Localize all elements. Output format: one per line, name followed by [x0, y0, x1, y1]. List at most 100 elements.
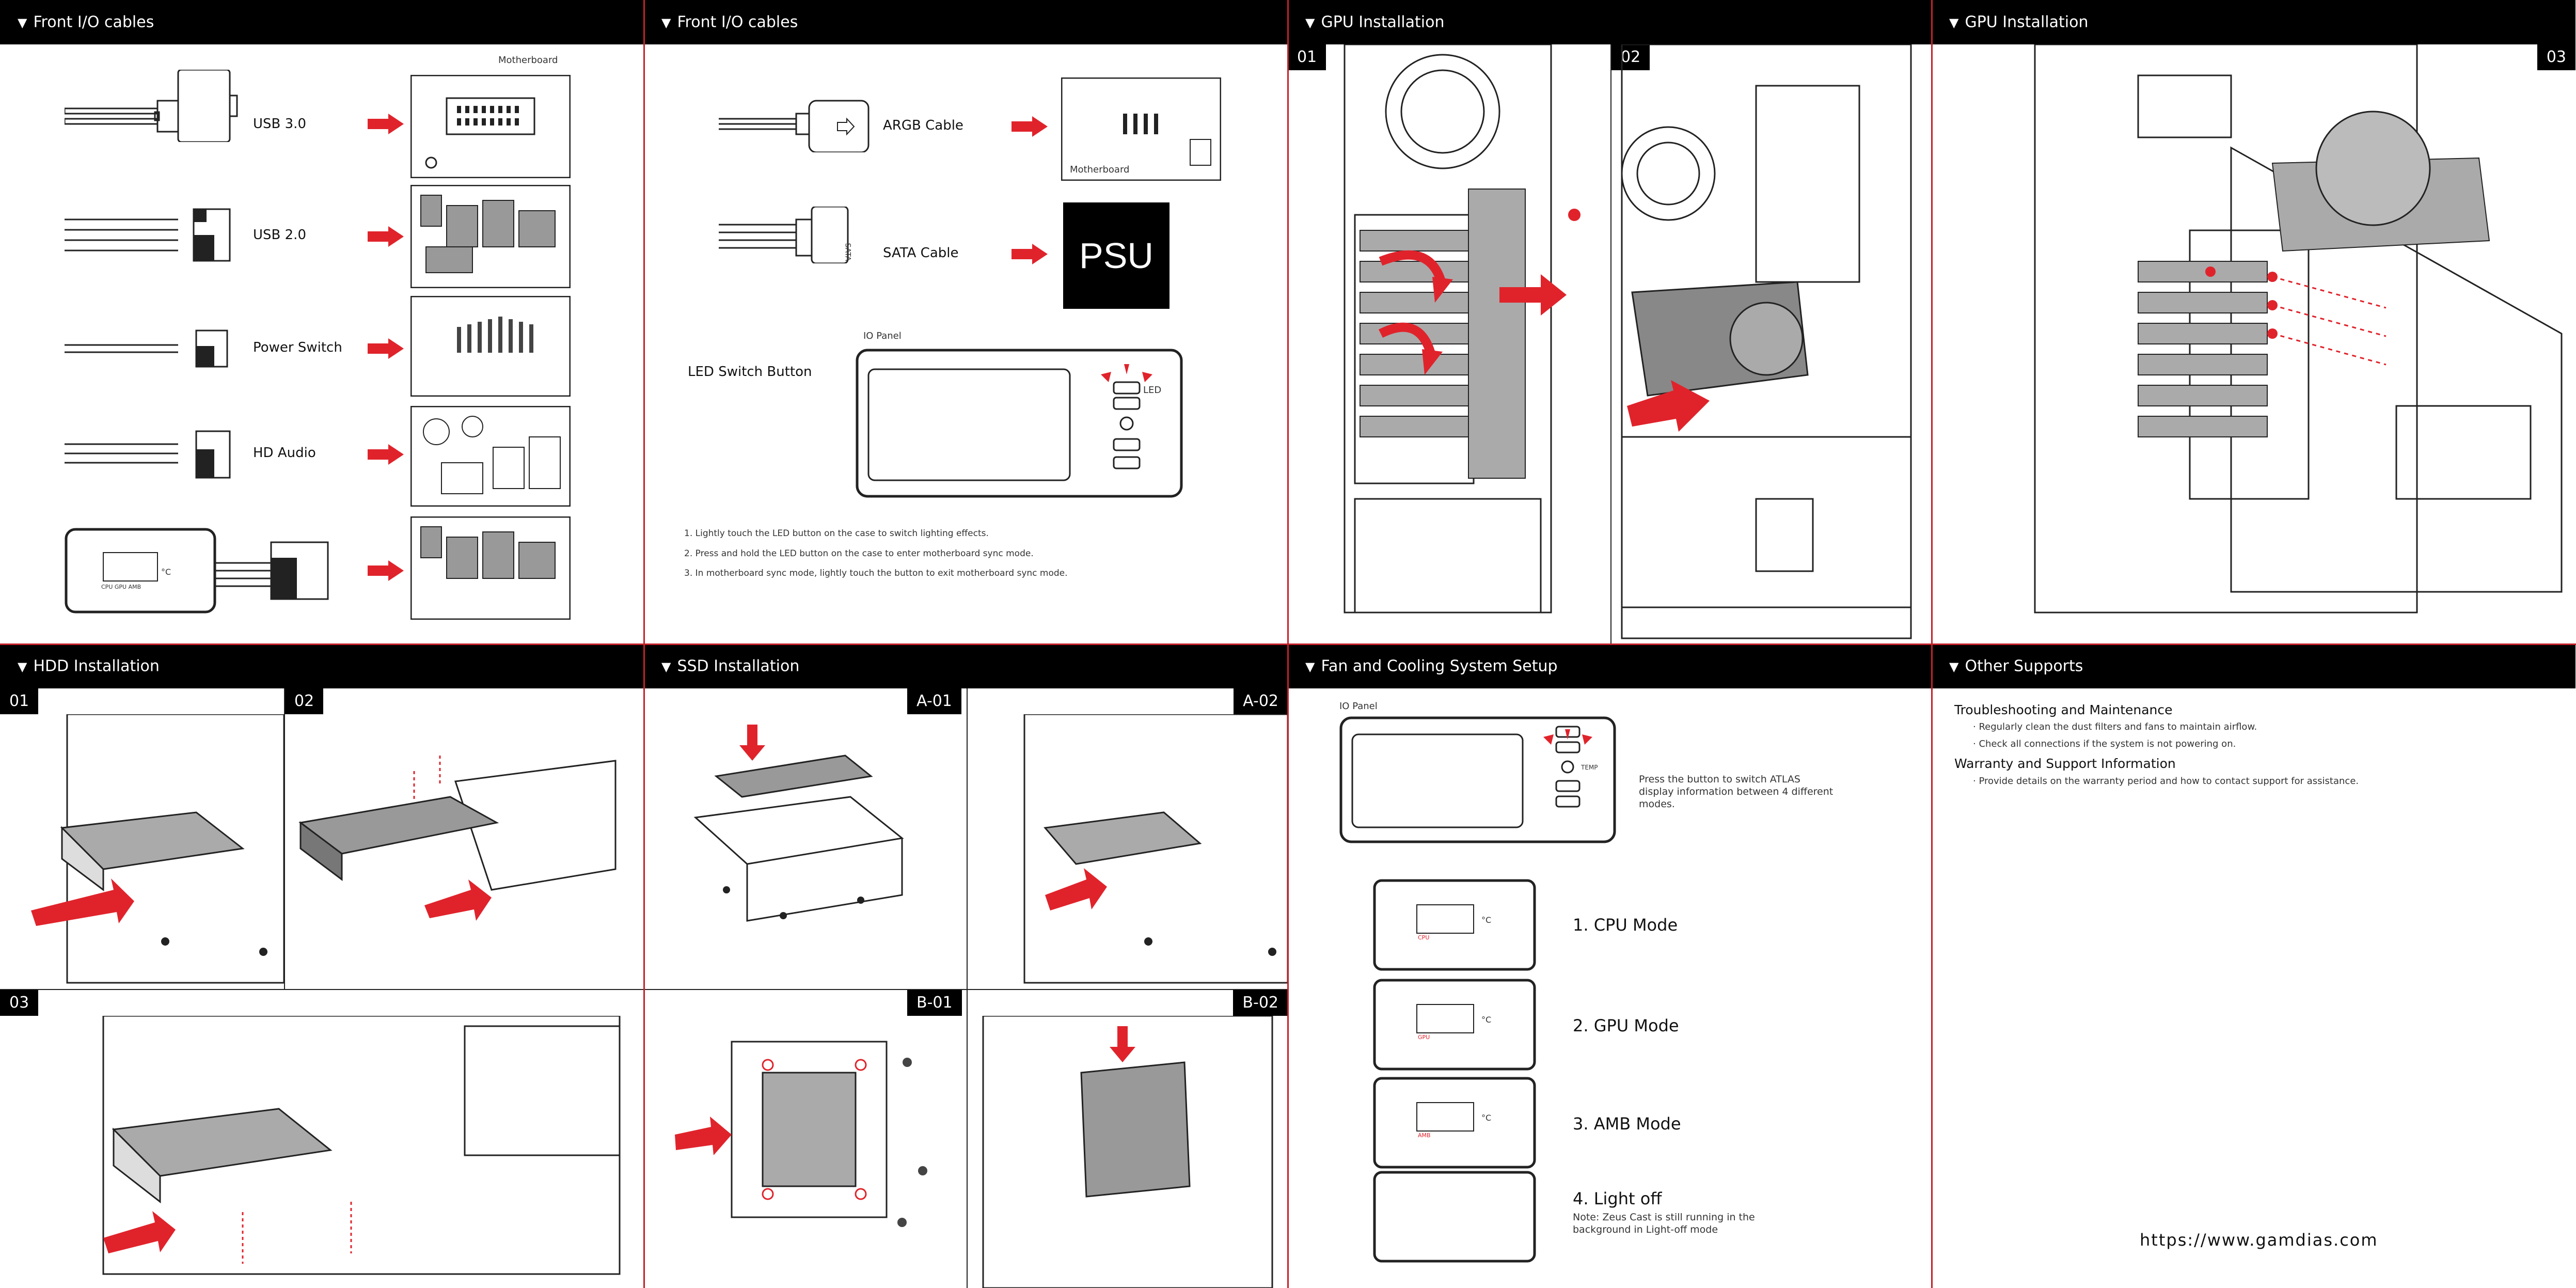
- step-divider: [284, 688, 285, 990]
- hdd-install-illustration: [102, 1016, 621, 1275]
- light-off-title: 4. Light off: [1573, 1189, 1662, 1208]
- power-switch-connector-illustration: [65, 329, 228, 368]
- cable-label-usb2: USB 2.0: [253, 227, 306, 243]
- ssd-tray-a01-illustration: [693, 725, 904, 922]
- step-divider: [967, 688, 968, 1288]
- io-panel-temp-illustration: [1339, 716, 1616, 843]
- amb-mode-sub: AMB: [1418, 1132, 1431, 1139]
- warranty-item-1: · Provide details on the warranty period…: [1973, 776, 2359, 787]
- cable-label-hd-audio: HD Audio: [253, 445, 316, 461]
- ssd-bracket-b02-illustration: [982, 1016, 1273, 1288]
- led-step-2: 2. Press and hold the LED button on the …: [684, 548, 1034, 559]
- triangle-icon: ▼: [661, 15, 671, 30]
- led-step-1: 1. Lightly touch the LED button on the c…: [684, 528, 989, 539]
- usb3-connector-illustration: [65, 70, 238, 142]
- step-tag-03: 03: [2537, 44, 2575, 70]
- red-arrow-icon: [368, 338, 404, 359]
- ssd-tray-a02-illustration: [1023, 714, 1288, 984]
- panel-header: ▼Other Supports: [1932, 644, 2575, 688]
- panel-header: ▼Front I/O cables: [0, 0, 644, 44]
- io-panel-illustration: [856, 349, 1183, 498]
- triangle-icon: ▼: [1949, 15, 1959, 30]
- front-display-module-illustration: [65, 528, 329, 614]
- gpu-bracket-removal-illustration: [1344, 44, 1581, 614]
- red-arrow-icon: [368, 444, 404, 465]
- red-arrow-icon: [368, 560, 404, 581]
- amb-mode-title: 3. AMB Mode: [1573, 1114, 1681, 1134]
- sata-tag: SATA: [843, 243, 852, 261]
- led-step-3: 3. In motherboard sync mode, lightly tou…: [684, 568, 1068, 578]
- led-label: LED: [1143, 385, 1162, 396]
- gpu-insertion-illustration: [1621, 44, 1912, 639]
- panel-gpu-installation-2: ▼GPU Installation 03: [1932, 0, 2575, 644]
- step-tag-01: 01: [1288, 44, 1326, 70]
- ssd-bracket-b01-illustration: [675, 1041, 927, 1227]
- triangle-icon: ▼: [18, 15, 27, 30]
- panel-header: ▼HDD Installation: [0, 644, 644, 688]
- display-temp-unit: °C: [161, 567, 171, 577]
- red-arrow-icon: [368, 226, 404, 247]
- cpu-mode-sub: CPU: [1418, 934, 1430, 941]
- gpu-secure-illustration: [2034, 44, 2563, 614]
- step-divider: [1610, 44, 1611, 644]
- gpu-mode-sub: GPU: [1418, 1034, 1430, 1041]
- triangle-icon: ▼: [661, 659, 671, 674]
- grid-line: [0, 643, 2576, 645]
- motherboard-label: Motherboard: [1070, 164, 1130, 175]
- step-divider: [644, 989, 1288, 990]
- motherboard-audio-illustration: [410, 406, 571, 507]
- amb-mode-display-icon: [1373, 1077, 1536, 1169]
- panel-header: ▼GPU Installation: [1932, 0, 2575, 44]
- red-arrow-icon: [368, 114, 404, 134]
- gpu-mode-title: 2. GPU Mode: [1573, 1016, 1679, 1035]
- motherboard-pins-illustration: [410, 296, 571, 397]
- motherboard-display-illustration: [410, 516, 571, 620]
- light-off-display-icon: [1373, 1171, 1536, 1263]
- panel-header: ▼SSD Installation: [644, 644, 1288, 688]
- gamdias-website-link[interactable]: https://www.gamdias.com: [2140, 1230, 2378, 1250]
- step-tag-b01: B-01: [907, 990, 962, 1016]
- motherboard-label: Motherboard: [498, 55, 558, 66]
- hdd-tray-removal-illustration: [31, 714, 284, 984]
- hdd-mount-illustration: [298, 756, 617, 921]
- step-tag-03: 03: [0, 990, 39, 1016]
- led-switch-button-label: LED Switch Button: [688, 364, 812, 380]
- troubleshooting-item-2: · Check all connections if the system is…: [1973, 739, 2236, 749]
- cable-label-power-switch: Power Switch: [253, 340, 342, 355]
- triangle-icon: ▼: [1305, 15, 1315, 30]
- sata-connector-illustration: [719, 207, 849, 263]
- panel-header: ▼Front I/O cables: [644, 0, 1288, 44]
- panel-gpu-installation-1: ▼GPU Installation 01 02: [1288, 0, 1932, 644]
- step-tag-01: 01: [0, 688, 39, 714]
- amb-mode-unit: °C: [1481, 1113, 1492, 1123]
- panel-hdd-installation: ▼HDD Installation 01 02 03: [0, 644, 644, 1288]
- triangle-icon: ▼: [18, 659, 27, 674]
- step-divider: [0, 989, 644, 990]
- step-tag-a02: A-02: [1234, 688, 1288, 714]
- troubleshooting-heading: Troubleshooting and Maintenance: [1954, 702, 2173, 717]
- panel-front-io-cables-1: ▼Front I/O cables Motherboard USB 3.0 US…: [0, 0, 644, 644]
- display-modes-text: CPU GPU AMB: [101, 584, 141, 590]
- cable-label-usb3: USB 3.0: [253, 116, 306, 132]
- argb-cable-label: ARGB Cable: [883, 118, 963, 133]
- io-panel-label: IO Panel: [1339, 701, 1378, 712]
- panel-fan-cooling-setup: ▼Fan and Cooling System Setup IO Panel T…: [1288, 644, 1932, 1288]
- red-arrow-icon: [1012, 116, 1048, 137]
- triangle-icon: ▼: [1305, 659, 1315, 674]
- motherboard-header-illustration: [410, 75, 571, 178]
- gpu-mode-unit: °C: [1481, 1015, 1492, 1025]
- psu-block: PSU: [1063, 202, 1170, 309]
- red-arrow-icon: [1012, 244, 1048, 264]
- motherboard-usb2-illustration: [410, 185, 571, 288]
- cpu-mode-title: 1. CPU Mode: [1573, 915, 1678, 935]
- panel-front-io-cables-2: ▼Front I/O cables ARGB Cable Motherboard…: [644, 0, 1288, 644]
- step-tag-b02: B-02: [1233, 990, 1288, 1016]
- motherboard-argb-illustration: [1061, 77, 1221, 181]
- step-tag-02: 02: [1611, 44, 1650, 70]
- step-tag-a01: A-01: [907, 688, 961, 714]
- triangle-icon: ▼: [1949, 659, 1959, 674]
- gpu-mode-display-icon: [1373, 979, 1536, 1071]
- io-panel-label: IO Panel: [863, 331, 902, 341]
- panel-header: ▼GPU Installation: [1288, 0, 1932, 44]
- sata-cable-label: SATA Cable: [883, 245, 959, 261]
